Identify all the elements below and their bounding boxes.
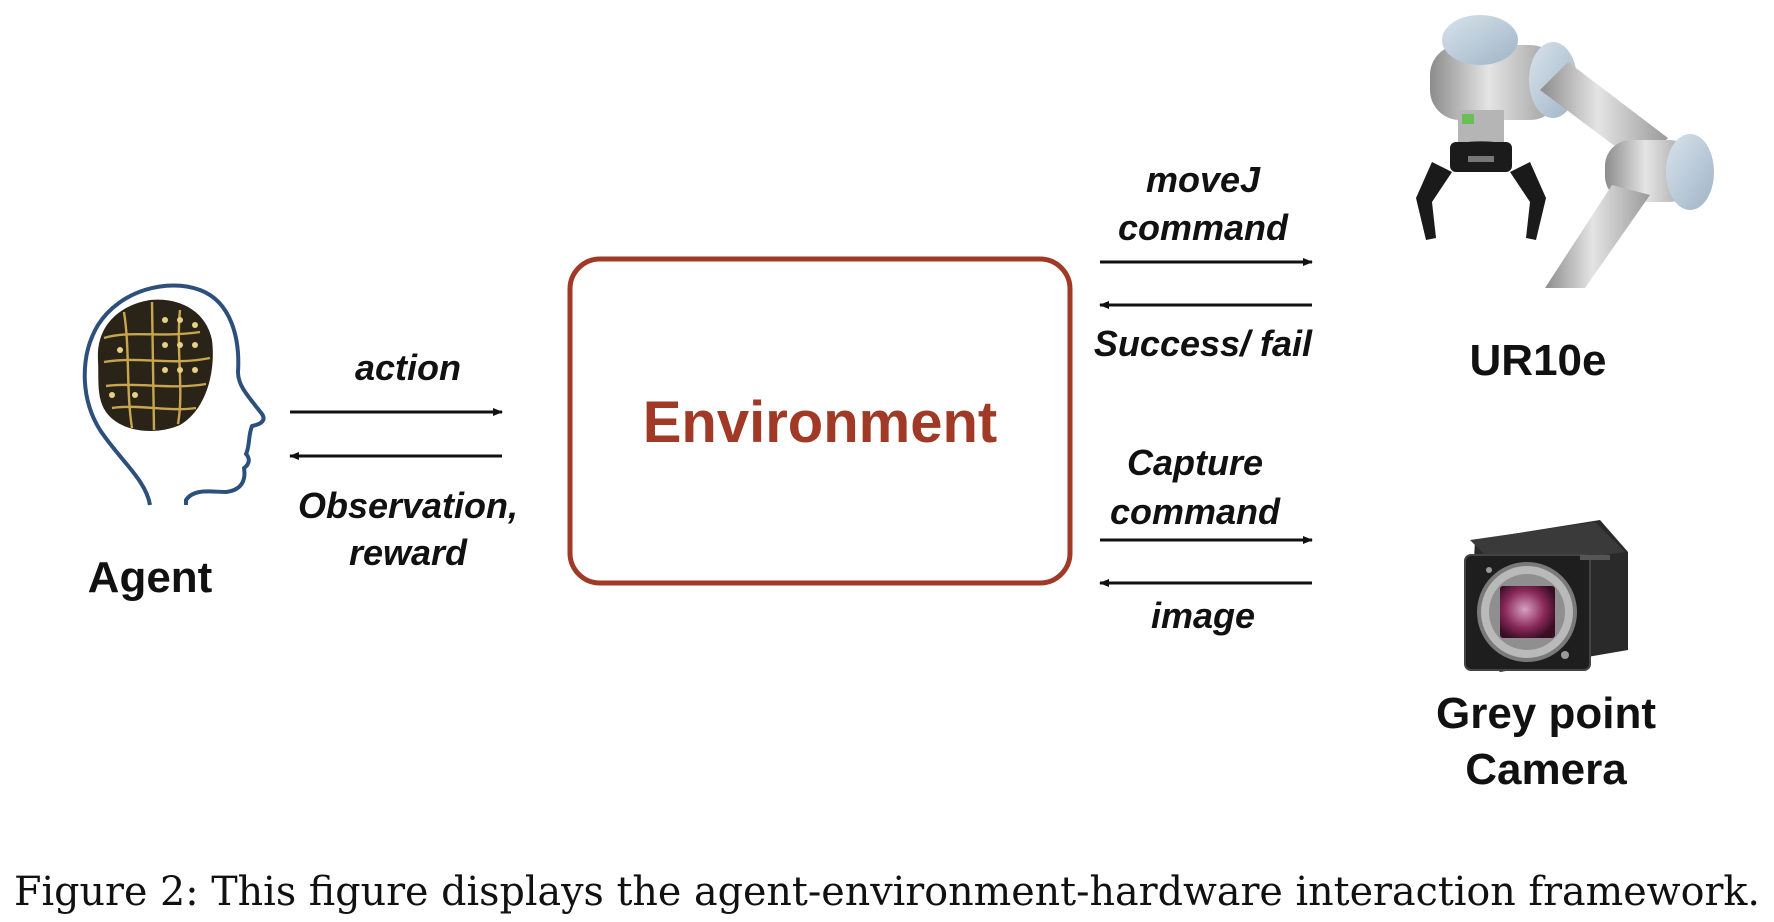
image-label: image: [1151, 595, 1255, 636]
capture-label-line1: Capture: [1127, 442, 1263, 483]
observation-reward-label-line1: Observation,: [298, 485, 518, 526]
robot-arm-icon: [1416, 15, 1714, 288]
camera-label-line1: Grey point: [1436, 689, 1656, 738]
capture-label-line2: command: [1110, 491, 1281, 532]
ur10e-label: UR10e: [1470, 336, 1607, 385]
environment-box: [567, 256, 1073, 586]
camera-label-line2: Camera: [1465, 745, 1627, 794]
camera-icon: [1464, 520, 1628, 672]
success-fail-label: Success/ fail: [1094, 323, 1313, 364]
agent-label: Agent: [88, 553, 213, 602]
environment-label: Environment: [643, 390, 998, 455]
observation-reward-label-line2: reward: [349, 532, 468, 573]
movej-label-line2: command: [1118, 207, 1289, 248]
movej-label-line1: moveJ: [1146, 159, 1261, 200]
figure-caption: Figure 2: This figure displays the agent…: [14, 869, 1760, 915]
action-label: action: [355, 347, 461, 388]
head-brain-icon: [82, 283, 266, 506]
